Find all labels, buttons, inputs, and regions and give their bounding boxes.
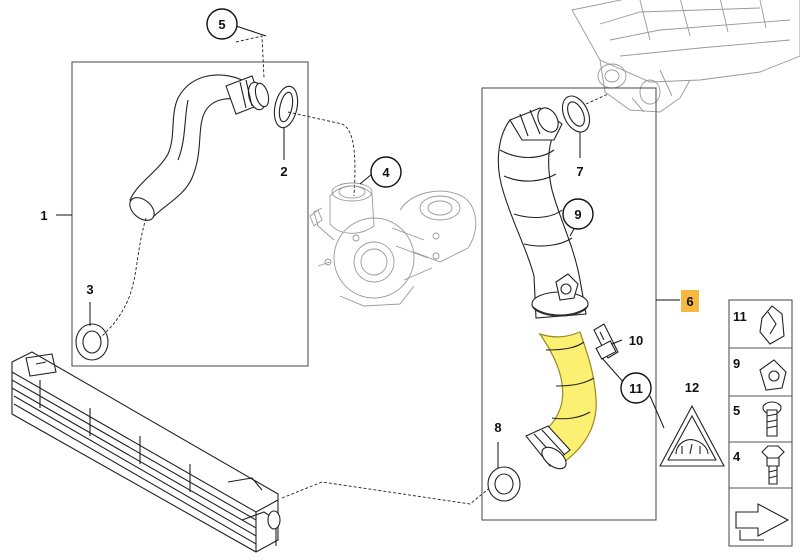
install-path-intercooler-to-seal-8: [281, 481, 493, 505]
callout-2-label: 2: [280, 164, 287, 179]
legend-number-5: 5: [733, 403, 740, 418]
callout-9: 9: [562, 198, 594, 230]
clip-9-mounted: [555, 273, 579, 301]
callout-1-label: 1: [40, 208, 47, 223]
install-path-hose-to-seal-3: [99, 217, 147, 339]
callout-2: 2: [280, 164, 287, 179]
callout-3: 3: [86, 282, 93, 297]
hose-1: [129, 74, 270, 221]
install-path-screw-5: [235, 35, 265, 79]
legend-number-4: 4: [733, 449, 741, 464]
pipe-upper: [497, 107, 589, 319]
clip-icon: [759, 305, 785, 345]
callout-3-label: 3: [86, 282, 93, 297]
group-6-frame: [481, 87, 657, 521]
callout-8: 8: [494, 420, 501, 435]
callout-4: 4: [370, 156, 402, 188]
callout-12-label: 12: [685, 380, 699, 395]
callout-12: 12: [685, 380, 699, 395]
legend-frame: [728, 299, 793, 547]
legend-number-11: 11: [733, 309, 747, 324]
turbocharger: [309, 182, 477, 307]
engine-background: [571, 0, 800, 113]
legend-panel: 11 9 5 4: [728, 299, 793, 547]
callout-8-label: 8: [494, 420, 501, 435]
callout-6: 6: [681, 290, 699, 312]
seal-2: [273, 85, 299, 129]
callout-9-label: 9: [574, 207, 581, 222]
hex-bolt-icon: [761, 445, 785, 485]
callout-10-label: 10: [629, 333, 643, 348]
callout-11: 11: [620, 372, 652, 404]
intercooler: [11, 351, 281, 553]
callout-5-label: 5: [218, 17, 225, 32]
callout-7-label: 7: [576, 164, 583, 179]
callout-6-highlight-box: [681, 290, 699, 312]
navigation-arrow-icon: [735, 503, 790, 541]
seal-8: [487, 466, 521, 502]
callout-6-label: 6: [686, 294, 693, 309]
highlighted-hose: [525, 331, 597, 470]
seal-7: [561, 95, 591, 133]
callout-4-label: 4: [382, 165, 390, 180]
callout-11-label: 11: [629, 381, 643, 396]
clip-nut-icon: [759, 359, 787, 391]
legend-number-9: 9: [733, 356, 740, 371]
callout-1: 1: [40, 208, 47, 223]
callout-7: 7: [576, 164, 583, 179]
install-path-seal-7-to-engine: [585, 93, 609, 105]
warning-triangle-icon: [659, 404, 725, 467]
callout-5: 5: [206, 8, 238, 40]
group-1-frame: [71, 61, 309, 367]
callout-10: 10: [629, 333, 643, 348]
install-path-hose-to-turbo: [287, 111, 356, 197]
screw-icon: [762, 401, 782, 437]
sensor-10: [593, 323, 619, 360]
seal-3: [75, 323, 109, 361]
